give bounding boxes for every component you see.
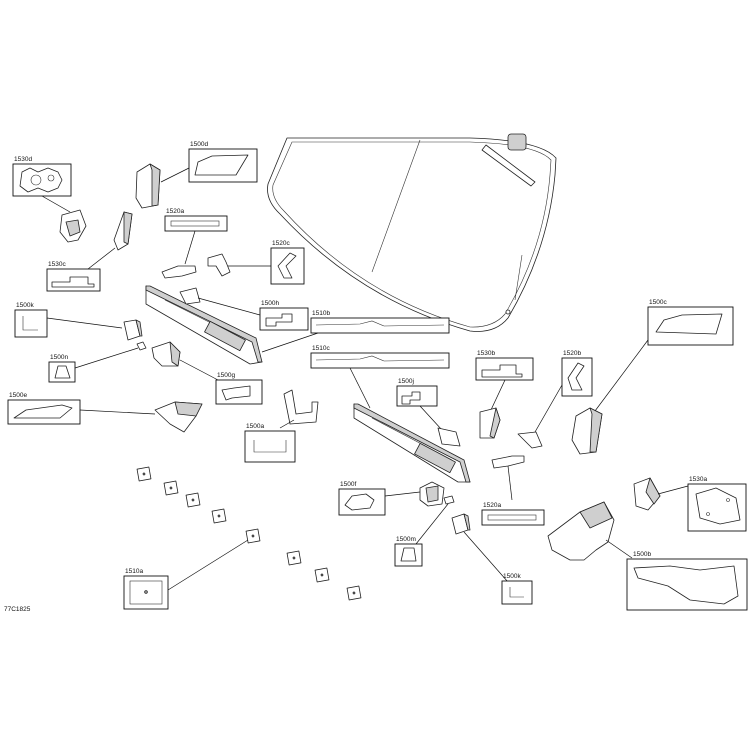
label-1510c: 1510c bbox=[312, 345, 330, 352]
callout-1500e: 1500e bbox=[7, 392, 203, 433]
label-1500c: 1500c bbox=[649, 299, 667, 306]
square-pads bbox=[136, 466, 362, 601]
label-1510b: 1510b bbox=[312, 310, 330, 317]
label-1520a-top: 1520a bbox=[166, 208, 184, 215]
callout-1500k-bottom: 1500k bbox=[451, 513, 533, 605]
label-1500k-left: 1500k bbox=[16, 302, 34, 309]
callout-1500k-left: 1500k bbox=[14, 302, 143, 341]
label-1530b: 1530b bbox=[477, 350, 495, 357]
label-1510a: 1510a bbox=[125, 568, 143, 575]
callout-1530c: 1530c bbox=[46, 211, 133, 292]
callout-1500b: 1500b bbox=[547, 501, 748, 611]
label-1500b: 1500b bbox=[633, 551, 651, 558]
label-1530c: 1530c bbox=[48, 261, 66, 268]
callout-1520a-top: 1520a bbox=[161, 208, 228, 279]
callout-1500m: 1500m bbox=[394, 495, 455, 567]
callout-1500g: 1500g bbox=[151, 341, 263, 405]
label-1520b: 1520b bbox=[563, 350, 581, 357]
callout-1500h-1510b: 1500h 1510b bbox=[145, 285, 450, 365]
label-1530d: 1530d bbox=[14, 156, 32, 163]
label-1500d: 1500d bbox=[190, 141, 208, 148]
label-1500e: 1500e bbox=[9, 392, 27, 399]
label-1500k-bottom: 1500k bbox=[503, 573, 521, 580]
reference-code: 77C1825 bbox=[4, 606, 31, 613]
callout-1520b: 1520b bbox=[517, 350, 593, 449]
label-1500h: 1500h bbox=[261, 300, 279, 307]
label-1500j: 1500j bbox=[398, 378, 414, 385]
callout-1500n: 1500n bbox=[48, 341, 147, 383]
callout-1500d: 1500d bbox=[135, 141, 258, 209]
label-1500g: 1500g bbox=[217, 372, 235, 379]
windshield bbox=[267, 133, 557, 332]
label-1530a: 1530a bbox=[689, 476, 707, 483]
callout-1510a: 1510a bbox=[123, 466, 362, 610]
label-1500n: 1500n bbox=[50, 354, 68, 361]
callout-1530a: 1530a bbox=[633, 476, 747, 532]
callout-1500c: 1500c bbox=[571, 299, 734, 455]
callout-1500f: 1500f bbox=[338, 481, 445, 516]
label-1520a-right: 1520a bbox=[483, 502, 501, 509]
callout-1520a-right: 1520a bbox=[481, 455, 545, 526]
label-1500a: 1500a bbox=[246, 423, 264, 430]
callout-1510c-1500j: 1510c 1500j bbox=[310, 345, 471, 483]
callout-1520c: 1520c bbox=[207, 240, 305, 285]
callout-1530b: 1530b bbox=[475, 350, 534, 439]
label-1520c: 1520c bbox=[272, 240, 290, 247]
callout-1500a: 1500a bbox=[244, 389, 319, 463]
label-1500m: 1500m bbox=[396, 536, 416, 543]
callout-1530d: 1530d bbox=[12, 156, 87, 243]
label-1500f: 1500f bbox=[340, 481, 356, 488]
